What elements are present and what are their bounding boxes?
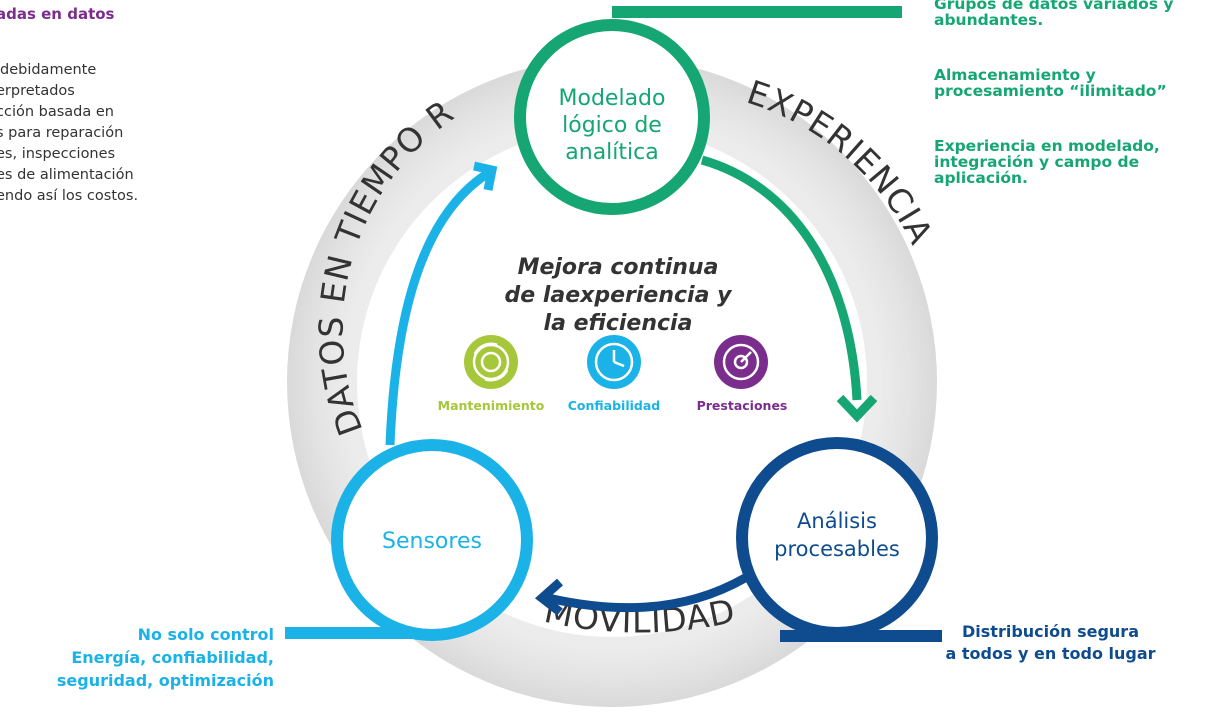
arrow-datos xyxy=(385,168,493,446)
left-panel-line: debidamente xyxy=(0,62,97,78)
node-sensores: Sensores xyxy=(331,439,533,641)
left-panel-line: cción basada en xyxy=(0,104,114,120)
left-panel-line: endo así los costos. xyxy=(0,188,139,204)
right-item-datos: Grupos de datos variados y abundantes. xyxy=(934,0,1173,28)
confiabilidad-icon xyxy=(587,335,641,389)
right-item-line: Almacenamiento y xyxy=(934,66,1096,84)
bottom-left-line: Energía, confiabilidad, xyxy=(71,648,274,667)
left-panel-title: adas en datos xyxy=(0,5,115,23)
left-panel-line: es de alimentación xyxy=(0,167,134,183)
center-title-line: Mejora continua xyxy=(518,255,719,280)
node-modelado-line: Modelado xyxy=(559,86,666,111)
center-title-line: de laexperiencia y xyxy=(505,283,734,308)
right-item-line: abundantes. xyxy=(934,11,1044,29)
arrowhead-experiencia xyxy=(836,394,878,423)
top-connector-line xyxy=(612,6,902,18)
prestaciones-icon xyxy=(714,335,768,389)
left-panel-line: es, inspecciones xyxy=(0,146,116,162)
left-panel-line: s para reparación xyxy=(0,125,124,141)
center-title-line: la eficiencia xyxy=(544,311,693,336)
node-analisis-line: Análisis xyxy=(797,509,877,533)
right-item-line: Experiencia en modelado, xyxy=(934,137,1160,155)
bottom-left-text: No solo control Energía, confiabilidad, … xyxy=(57,623,274,692)
icon-label-prestaciones: Prestaciones xyxy=(697,398,788,413)
icon-label-mantenimiento: Mantenimiento xyxy=(438,398,545,413)
bottom-right-line: Distribución segura xyxy=(962,622,1139,641)
arrow-movilidad xyxy=(547,574,748,613)
arrowhead-datos xyxy=(473,161,498,191)
mantenimiento-icon xyxy=(464,335,518,389)
bottom-left-line: seguridad, optimización xyxy=(56,671,274,690)
bottom-right-text: Distribución segura a todos y en todo lu… xyxy=(938,621,1163,665)
bottom-left-line: No solo control xyxy=(137,625,274,644)
icon-label-confiabilidad: Confiabilidad xyxy=(568,398,661,413)
node-analisis: Análisis procesables xyxy=(736,437,938,639)
bottom-right-line: a todos y en todo lugar xyxy=(945,644,1156,663)
right-item-line: procesamiento “ilimitado” xyxy=(934,82,1167,100)
left-panel-line: erpretados xyxy=(0,83,75,99)
right-item-line: integración y campo de xyxy=(934,153,1140,171)
right-item-line: aplicación. xyxy=(934,169,1028,187)
right-item-line: Grupos de datos variados y xyxy=(934,0,1174,13)
node-modelado-line: lógico de xyxy=(562,113,662,138)
arrowhead-movilidad xyxy=(534,578,563,616)
node-modelado: Modelado lógico de analítica xyxy=(514,19,710,215)
right-item-experiencia: Experiencia en modelado, integración y c… xyxy=(934,138,1160,186)
left-panel-body: debidamente erpretados cción basada en s… xyxy=(0,60,138,207)
node-sensores-line: Sensores xyxy=(382,529,482,554)
node-modelado-line: analítica xyxy=(565,140,658,165)
right-item-almacenamiento: Almacenamiento y procesamiento “ilimitad… xyxy=(934,67,1167,99)
node-analisis-line: procesables xyxy=(774,537,900,561)
arrow-experiencia xyxy=(700,155,862,401)
